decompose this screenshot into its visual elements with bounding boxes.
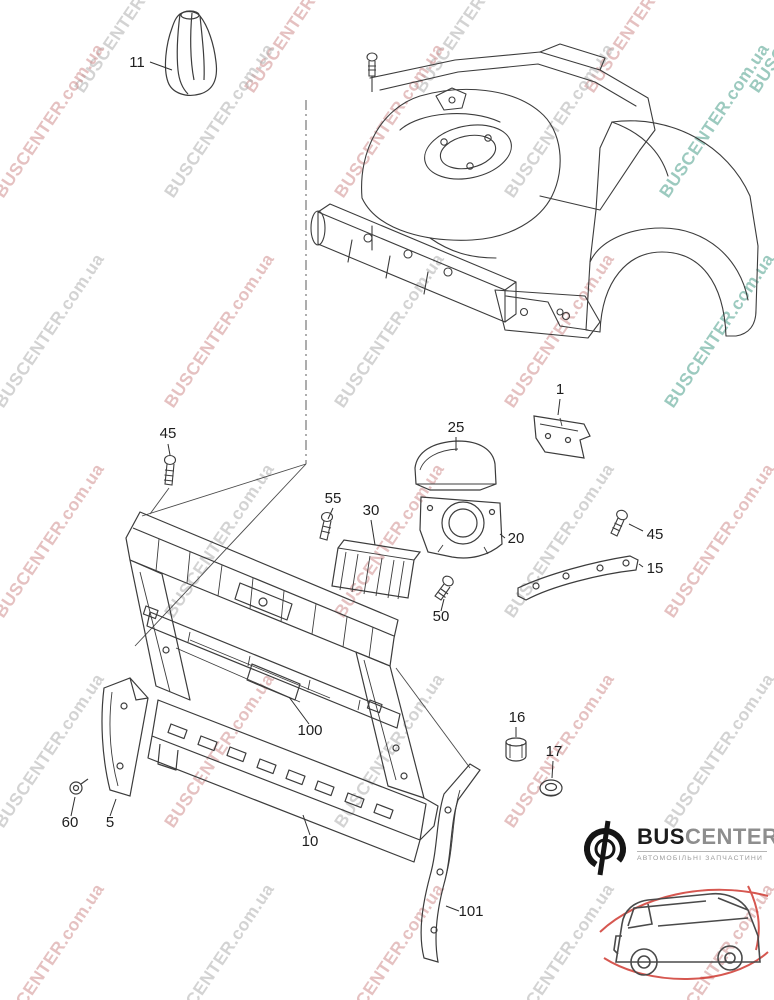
part-label-10: 10	[302, 833, 319, 850]
side-bracket-part-5	[101, 677, 149, 797]
upper-body-assembly	[310, 43, 759, 339]
construction-lines	[134, 100, 471, 769]
part-label-11: 11	[129, 54, 145, 71]
part-label-17: 17	[546, 743, 563, 760]
fastener-part-60	[69, 778, 89, 795]
boot-part-11	[164, 10, 218, 96]
logo-brand-light: CENTER	[684, 824, 774, 849]
part-labels: 11 45 55 30 25 1 20 45 15 50 100 16 17 6…	[62, 54, 664, 920]
part-label-25: 25	[448, 419, 465, 436]
housing-part-20	[419, 496, 503, 559]
lock-carrier-part-10	[125, 511, 439, 863]
strip-part-101	[420, 763, 481, 963]
part-label-100: 100	[297, 722, 322, 739]
part-label-50: 50	[433, 608, 450, 625]
logo-text-block: BUSCENTER АВТОМОБІЛЬНІ ЗАПЧАСТИНИ	[637, 818, 774, 862]
screw-top	[366, 52, 378, 92]
logo-divider	[637, 851, 767, 852]
part-label-55: 55	[325, 490, 342, 507]
logo-tagline: АВТОМОБІЛЬНІ ЗАПЧАСТИНИ	[637, 855, 764, 862]
screw-part-50	[434, 575, 454, 601]
part-label-45-left: 45	[160, 425, 177, 442]
part-label-15: 15	[647, 560, 664, 577]
part-label-5: 5	[106, 814, 114, 831]
part-label-30: 30	[363, 502, 380, 519]
part-label-16: 16	[509, 709, 526, 726]
part-label-60: 60	[62, 814, 79, 831]
bushing-part-16	[505, 737, 527, 762]
part-label-101: 101	[458, 903, 483, 920]
screw-part-45-left	[163, 454, 177, 486]
leader-lines	[70, 61, 644, 912]
logo-brand-bold: BUS	[637, 824, 685, 849]
grommet-part-17	[539, 779, 563, 797]
van-sketch-icon	[599, 885, 769, 980]
part-label-20: 20	[508, 530, 525, 547]
buscenter-logo: BUSCENTER АВТОМОБІЛЬНІ ЗАПЧАСТИНИ	[578, 818, 774, 878]
screw-part-45-right	[610, 509, 628, 537]
logo-brand: BUSCENTER	[637, 826, 774, 848]
cover-part-25	[414, 440, 497, 491]
part-label-45-right: 45	[647, 526, 664, 543]
screw-part-55	[319, 511, 334, 541]
buscenter-logo-mark-icon	[584, 820, 626, 876]
bracket-part-1	[533, 415, 591, 459]
part-label-1: 1	[556, 381, 564, 398]
bar-part-15	[517, 555, 639, 601]
duct-part-30	[331, 539, 422, 600]
